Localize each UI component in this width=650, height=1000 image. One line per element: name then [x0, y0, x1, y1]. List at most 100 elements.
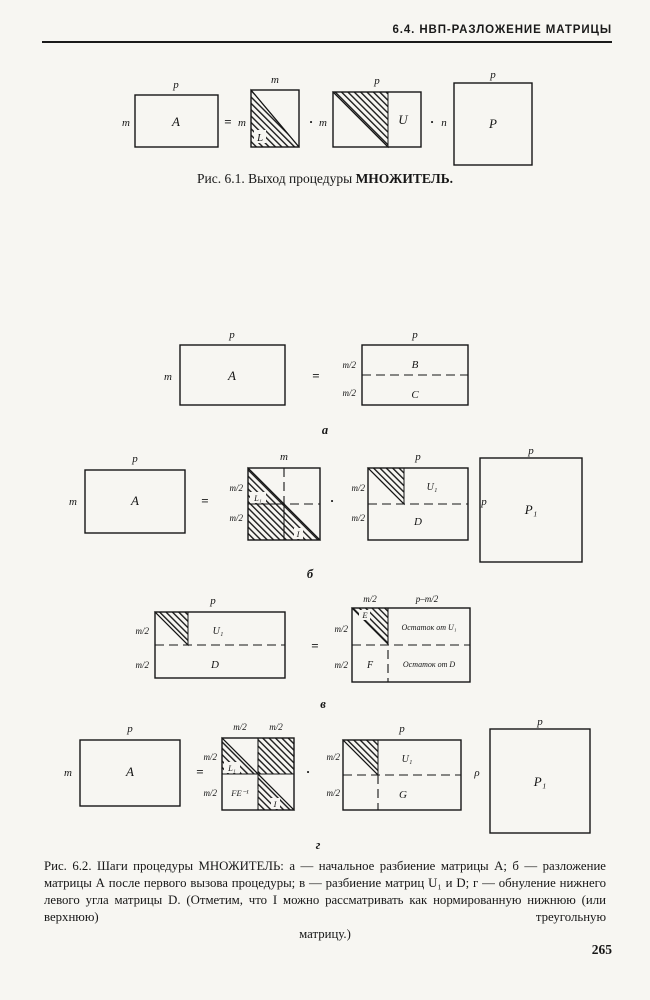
equals-sign: = [224, 114, 231, 129]
figure-6-2v-diagram: p m/2 m/2 U₁ D = m/2 p–m/2 m/2 m/2 E Ост… [136, 594, 471, 711]
dim-p-above-u: p [398, 723, 405, 735]
figure-6-2g-diagram: p m A = m/2 m/2 m/2 m/2 L₁ FE⁻¹ I · p [64, 716, 591, 852]
matrix-ud-block: p m/2 m/2 U₁ D [352, 451, 469, 541]
block-e-label: E [361, 610, 368, 620]
dim-p-above-a: p [126, 723, 133, 735]
block-d-label: D [210, 659, 219, 671]
matrix-lfei-block: m/2 m/2 m/2 m/2 L₁ FE⁻¹ I [204, 722, 296, 811]
caption-last-line: матрицу.) [299, 927, 351, 942]
block-i-diagonal [257, 773, 295, 811]
dim-pm2-col2: p–m/2 [415, 594, 439, 604]
dot-operator: · [306, 764, 310, 779]
matrix-a-label: A [130, 493, 139, 508]
matrix-a-outline [134, 94, 219, 148]
matrix-a-outline [84, 469, 186, 534]
figure-6-2b-diagram: p m A = m m/2 m/2 L₁ I · p m/2 m/2 [69, 445, 583, 581]
remainder-d-label: Остаток от D [403, 660, 456, 669]
block-c-label: C [411, 389, 419, 401]
block-u1-diagonal [154, 611, 189, 646]
dim-p-above: p [209, 595, 216, 607]
block-l1-label: L₁ [227, 763, 236, 773]
label-patch [294, 528, 303, 539]
block-i-label: I [273, 799, 278, 809]
label-patch [224, 762, 240, 773]
matrix-p-outline [453, 82, 533, 166]
dim-m-above-l: m [280, 451, 288, 463]
matrix-l-block: m m/2 m/2 L₁ I [230, 451, 322, 541]
dim-m2-col1: m/2 [233, 722, 247, 732]
figure-6-2a-diagram: p m A = p m/2 m/2 B C а [164, 329, 469, 437]
matrix-a-label: A [227, 368, 236, 383]
block-g-label: G [399, 789, 407, 801]
block-u1-diagonal [367, 467, 405, 505]
matrix-p1: p P₁ [479, 445, 583, 563]
block-d-label: D [413, 516, 422, 528]
matrix-ud-block: p m/2 m/2 U₁ D [136, 595, 286, 679]
matrix-u-outline [332, 91, 422, 148]
matrix-p-label: P [488, 116, 497, 131]
caption-main-text: Рис. 6.2. Шаги процедуры МНОЖИТЕЛЬ: а — … [44, 859, 606, 925]
dim-m2-row1: m/2 [343, 360, 357, 370]
subfigure-a-label: а [322, 423, 328, 437]
matrix-a-outline [79, 739, 181, 807]
dim-m2-row1: m/2 [327, 752, 341, 762]
dim-n-before-p: п [441, 117, 447, 129]
equals-sign: = [312, 368, 319, 383]
dim-p-above-bc: p [411, 329, 418, 341]
block-u1-diagonal [342, 739, 379, 776]
dim-m-left-a: m [69, 496, 77, 508]
block-l1-diagonal [221, 737, 259, 775]
block-u1-label: U₁ [213, 626, 224, 637]
dim-m2-row2: m/2 [327, 788, 341, 798]
dim-p-above-a: p [131, 453, 138, 465]
block-fe-label: FE⁻¹ [230, 788, 249, 798]
dim-m-left-a: m [164, 371, 172, 383]
figure-6-1-caption: Рис. 6.1. Выход процедуры МНОЖИТЕЛЬ. [0, 171, 650, 187]
matrix-p1-outline [479, 457, 583, 563]
dim-p-above-a: p [172, 79, 179, 91]
page-number: 265 [591, 942, 612, 957]
dim-m2-row2: m/2 [204, 788, 218, 798]
matrix-u: p U [331, 75, 422, 149]
matrix-ug-block: p m/2 m/2 U₁ G [327, 723, 462, 811]
matrix-a-label: A [171, 114, 180, 129]
matrix-efd-block: m/2 p–m/2 m/2 m/2 E Остаток от U₁ F Оста… [335, 594, 471, 683]
dim-m2-row2: m/2 [136, 660, 150, 670]
dot-operator: · [330, 493, 334, 508]
dim-m2-row1: m/2 [204, 752, 218, 762]
dim-m-left-a: m [64, 767, 72, 779]
dim-m2-row1: m/2 [136, 626, 150, 636]
matrix-bc: p m/2 m/2 B C [343, 329, 469, 406]
matrix-l-outline [250, 89, 300, 148]
block-f-label: F [366, 660, 374, 671]
subfigure-v-label: в [320, 697, 326, 711]
matrix-l: m L [250, 74, 301, 148]
matrix-p1: p P₁ [489, 716, 591, 834]
dim-m2-col1: m/2 [363, 594, 377, 604]
dim-rho-before-p1: ρ [473, 767, 479, 779]
matrix-p: p P [453, 69, 533, 166]
block-top-right-hatch [257, 737, 295, 775]
dim-m-left-a: m [122, 117, 130, 129]
dim-p-above-p: p [489, 69, 496, 81]
dim-m2-row2: m/2 [343, 388, 357, 398]
running-head: 6.4. НВП-РАЗЛОЖЕНИЕ МАТРИЦЫ [42, 24, 612, 43]
matrix-p1-outline [489, 728, 591, 834]
label-patch [250, 492, 266, 503]
label-patch [359, 610, 370, 620]
caption-procedure-name: МНОЖИТЕЛЬ. [355, 171, 454, 186]
block-b-label: B [412, 359, 419, 371]
equals-sign: = [311, 638, 318, 653]
block-i-label: I [296, 529, 301, 539]
dim-m2-row1: m/2 [335, 624, 349, 634]
matrix-l-diagonal [250, 89, 300, 148]
matrix-l-label: L [256, 132, 263, 144]
dim-p-above-u: p [414, 451, 421, 463]
block-l1-label: L₁ [253, 493, 262, 503]
dim-m2-col2: m/2 [269, 722, 283, 732]
equals-sign: = [201, 493, 208, 508]
dim-m2-row2: m/2 [352, 513, 366, 523]
dim-m2-row1: m/2 [230, 483, 244, 493]
matrix-u-diagonal [332, 91, 389, 148]
